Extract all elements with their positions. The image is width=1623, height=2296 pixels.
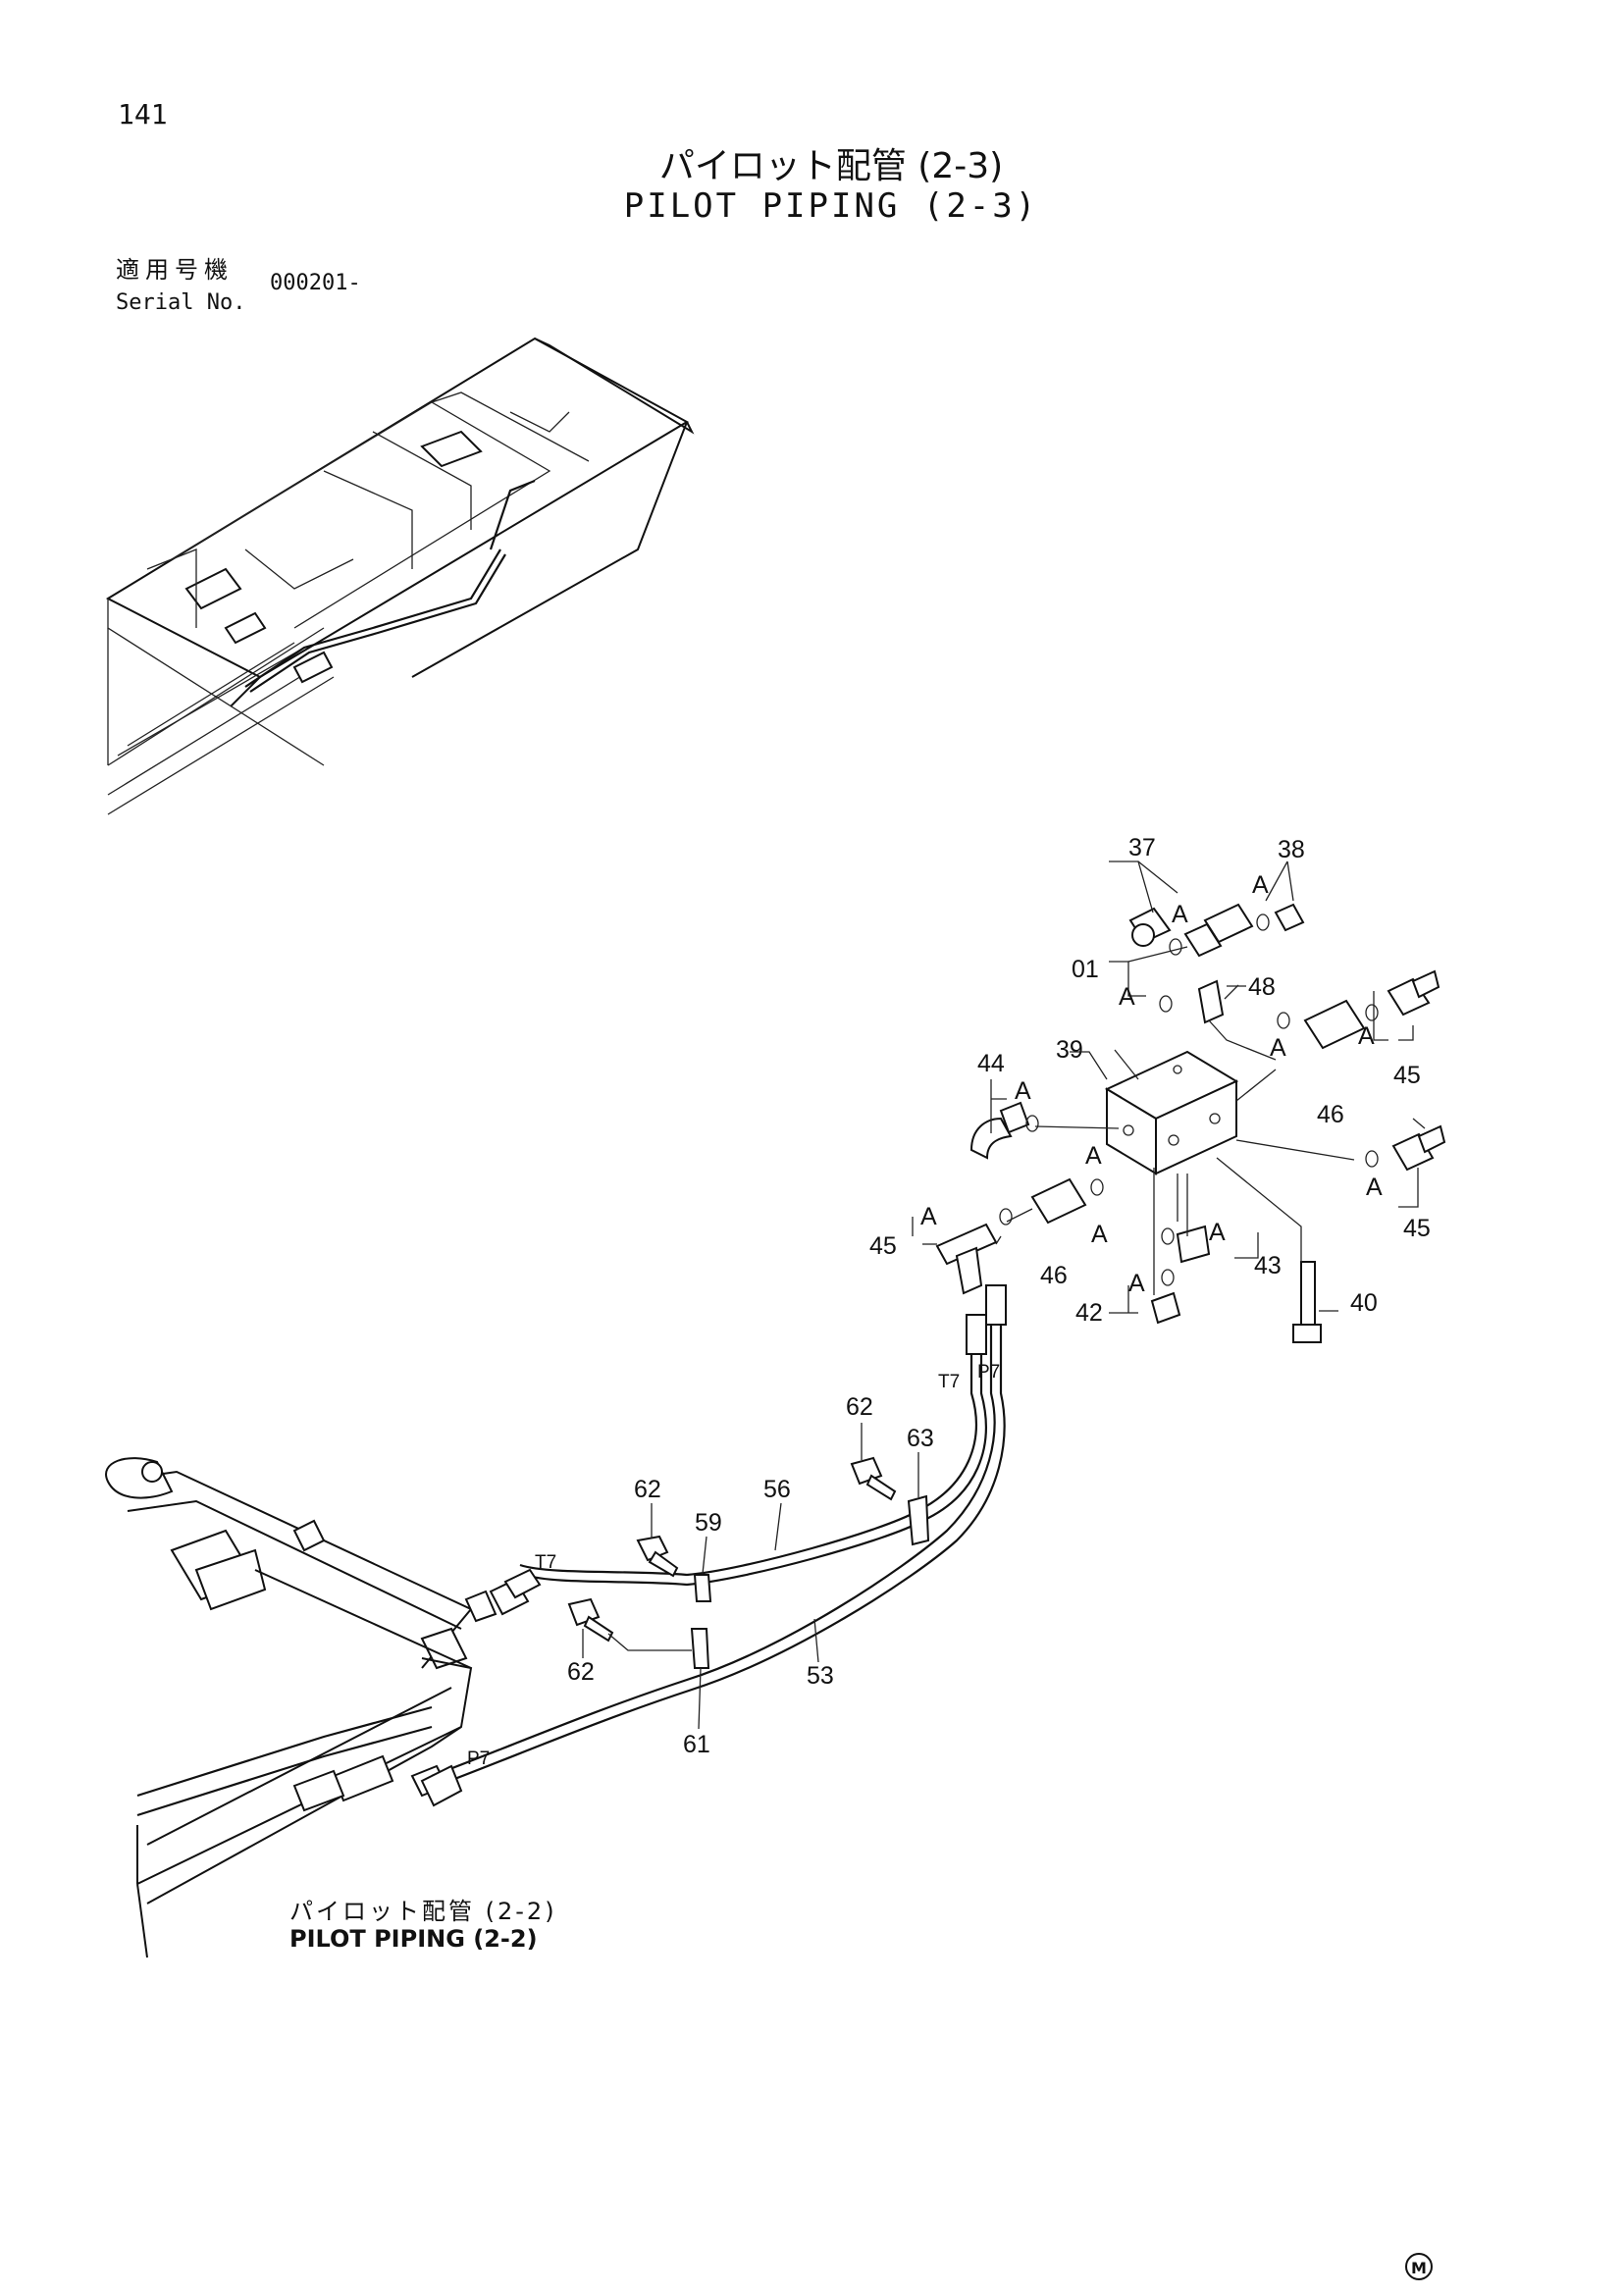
group-marks: A A A A A A A A A A A A: [920, 871, 1383, 1297]
group-mark-a: A: [920, 1203, 937, 1230]
callout-38: 38: [1278, 836, 1305, 863]
serial-value: 000201-: [270, 271, 361, 295]
port-p7-left: P7: [467, 1748, 490, 1769]
serial-label-jp: 適用号機: [116, 256, 234, 284]
overview-frame-illustration: [105, 337, 695, 815]
callout-45-top: 45: [1393, 1062, 1421, 1089]
callout-45-left: 45: [869, 1232, 897, 1260]
callout-62-right: 62: [846, 1393, 873, 1421]
callout-56: 56: [763, 1476, 791, 1503]
port-t7-top: T7: [938, 1372, 960, 1392]
callout-46-left: 46: [1040, 1262, 1068, 1289]
group-mark-a: A: [1085, 1142, 1102, 1170]
group-mark-a: A: [1172, 901, 1188, 928]
callout-43: 43: [1254, 1252, 1282, 1279]
group-mark-a: A: [1209, 1219, 1226, 1246]
group-mark-a: A: [1252, 871, 1269, 899]
pilot-hoses: [420, 1284, 1007, 1807]
callout-44: 44: [977, 1050, 1005, 1077]
port-p7-top: P7: [977, 1362, 1000, 1383]
callout-46-right: 46: [1317, 1101, 1344, 1128]
port-t7-left: T7: [535, 1552, 556, 1573]
frame-piping-illustration: [105, 1457, 497, 1958]
reference-label-en: PILOT PIPING (2-2): [289, 1925, 538, 1953]
group-mark-a: A: [1128, 1270, 1145, 1297]
group-mark-a: A: [1366, 1174, 1383, 1201]
callout-45-right: 45: [1403, 1215, 1431, 1242]
callout-53: 53: [807, 1662, 834, 1690]
port-labels: T7 P7 T7 P7: [467, 1362, 1000, 1769]
callout-40: 40: [1350, 1289, 1378, 1317]
serial-label-en: Serial No.: [116, 290, 246, 315]
reference-label-jp: パイロット配管 (2-2): [289, 1898, 557, 1925]
group-mark-a: A: [1270, 1034, 1286, 1062]
callout-48: 48: [1248, 973, 1276, 1001]
valve-block-assembly: [912, 861, 1446, 1343]
callout-labels: 37 38 01 48 39 44 46 46 45 45 45 43 42 4…: [567, 834, 1431, 1758]
maker-mark: M: [1405, 2253, 1433, 2280]
group-mark-a: A: [1358, 1022, 1375, 1050]
page-number: 141: [118, 98, 168, 130]
callout-42: 42: [1075, 1299, 1103, 1327]
callout-39: 39: [1056, 1036, 1083, 1064]
callout-59: 59: [695, 1509, 722, 1537]
callout-63: 63: [907, 1425, 934, 1452]
group-mark-a: A: [1015, 1077, 1031, 1105]
callout-62-lower: 62: [567, 1658, 595, 1686]
page-title-en: PILOT PIPING (2-3): [623, 186, 1039, 226]
bolt-62a: [636, 1535, 679, 1578]
bolt-62b: [567, 1597, 614, 1643]
callout-62-upper: 62: [634, 1476, 661, 1503]
callout-37: 37: [1128, 834, 1156, 861]
group-mark-a: A: [1091, 1221, 1108, 1248]
page-title-jp: パイロット配管 (2-3): [658, 146, 1004, 186]
callout-01: 01: [1072, 956, 1099, 983]
callout-61: 61: [683, 1731, 710, 1758]
group-mark-a: A: [1119, 983, 1135, 1011]
bolt-62c: [850, 1456, 897, 1501]
